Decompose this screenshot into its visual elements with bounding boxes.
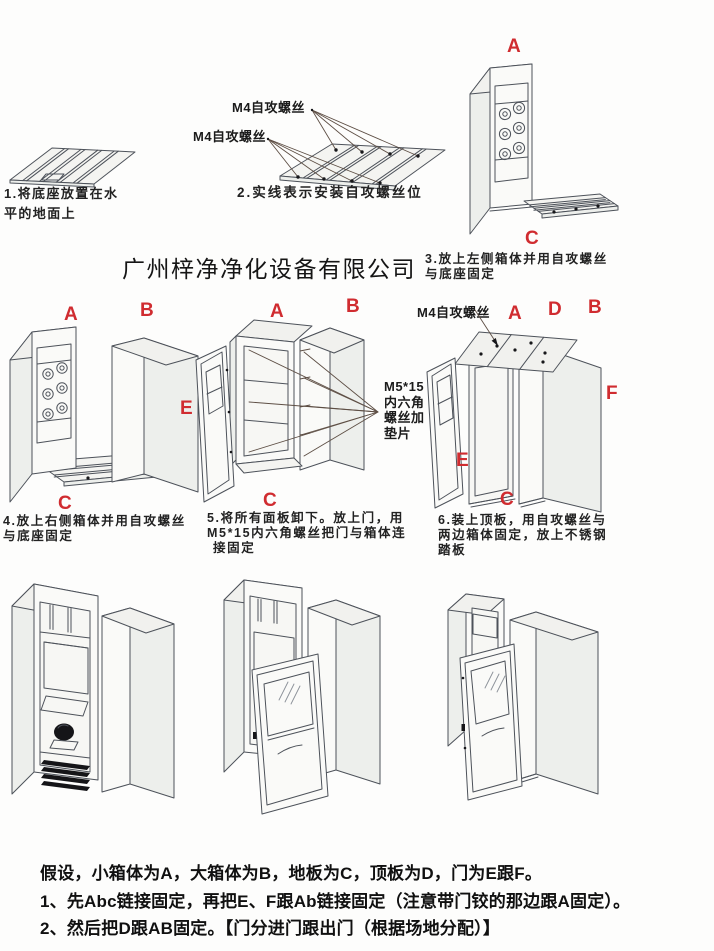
step5-door-mounting-drawing: [195, 319, 379, 503]
step6-top-panel-drawing: [426, 309, 602, 513]
step5-screw-label: M5*15 内六角 螺丝加 垫片: [384, 379, 425, 441]
step2-screw-label-top: M4自攻螺丝: [232, 100, 306, 115]
company-watermark: 广州梓净净化设备有限公司: [122, 257, 416, 283]
part-label-a: A: [270, 301, 284, 322]
footer-note-line2: 1、先Abc链接固定，再把E、F跟Ab链接固定（注意带门铰的那边跟A固定）。: [40, 891, 631, 911]
step4-two-cabinets-drawing: [9, 326, 199, 503]
step2-screws-drawing: [266, 108, 446, 191]
step6-caption: 6.装上顶板，用自攻螺丝与 两边箱体固定，放上不锈钢 踏板: [438, 513, 608, 557]
part-label-b: B: [140, 300, 154, 321]
part-label-c: C: [263, 490, 277, 511]
assembled-view-internals-drawing: [11, 583, 175, 799]
assembled-view-door-fitting-drawing: [223, 579, 381, 815]
part-label-c: C: [500, 489, 514, 510]
step3-caption: 3.放上左侧箱体并用自攻螺丝 与底座固定: [425, 252, 608, 281]
part-label-e: E: [180, 398, 193, 419]
step4-caption: 4.放上右侧箱体并用自攻螺丝 与底座固定: [3, 514, 186, 543]
part-label-a: A: [64, 304, 78, 325]
assembled-view-complete-drawing: [447, 593, 599, 801]
step2-screw-label-left: M4自攻螺丝: [193, 129, 267, 144]
part-label-d: D: [548, 299, 562, 320]
footer-note-line3: 2、然后把D跟AB固定。【门分进门跟出门（根据场地分配）】: [40, 919, 501, 938]
part-label-a: A: [508, 303, 522, 324]
part-label-a: A: [507, 36, 521, 57]
step1-caption: 1.将底座放置在水 平的地面上: [4, 186, 119, 221]
part-label-e: E: [456, 450, 469, 471]
step1-base-drawing: [9, 147, 136, 188]
part-label-b: B: [346, 296, 360, 317]
assembly-notes: 假设，小箱体为A，大箱体为B，地板为C，顶板为D，门为E跟F。 1、先Abc链接…: [40, 860, 705, 943]
step2-caption: 2.实线表示安装自攻螺丝位: [237, 185, 423, 200]
step5-caption: 5.将所有面板卸下。放上门，用 M5*15内六角螺丝把门与箱体连 接固定: [207, 511, 407, 555]
part-label-f: F: [606, 383, 618, 404]
part-label-b: B: [588, 297, 602, 318]
part-label-c: C: [58, 493, 72, 514]
step3-left-cabinet-drawing: [469, 63, 619, 235]
step6-screw-label: M4自攻螺丝: [417, 305, 491, 320]
part-label-c: C: [525, 228, 539, 249]
footer-note-line1: 假设，小箱体为A，大箱体为B，地板为C，顶板为D，门为E跟F。: [40, 864, 543, 883]
